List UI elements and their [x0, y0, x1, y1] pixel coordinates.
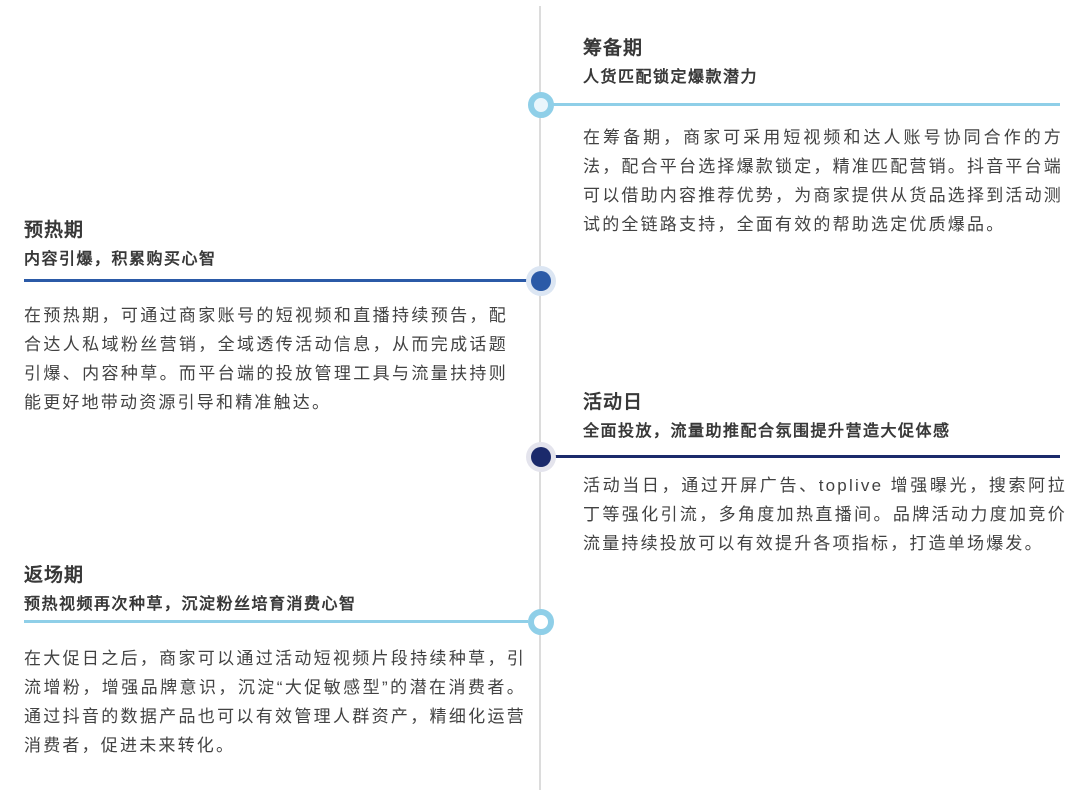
timeline-node-preheat — [531, 271, 551, 291]
phase-return: 返场期 预热视频再次种草，沉淀粉丝培育消费心智 在大促日之后，商家可以通过活动短… — [24, 563, 526, 760]
phase-body: 活动当日，通过开屏广告、toplive 增强曝光，搜索阿拉丁等强化引流，多角度加… — [583, 476, 1067, 553]
phase-preheat: 预热期 内容引爆，积累购买心智 在预热期，可通过商家账号的短视频和直播持续预告，… — [24, 218, 508, 417]
phase-subtitle: 全面投放，流量助推配合氛围提升营造大促体感 — [583, 423, 951, 440]
accent-line-preparation — [552, 103, 1060, 106]
accent-line-preheat — [24, 279, 528, 282]
timeline-node-return — [528, 609, 554, 635]
phase-subtitle: 人货匹配锁定爆款潜力 — [583, 69, 759, 86]
timeline-node-preparation — [528, 92, 554, 118]
phase-title: 预热期 — [24, 220, 85, 241]
timeline-node-activity-day — [531, 447, 551, 467]
phase-activity-day: 活动日 全面投放，流量助推配合氛围提升营造大促体感 活动当日，通过开屏广告、to… — [583, 390, 1067, 558]
accent-line-activity-day — [552, 455, 1060, 458]
phase-body: 在大促日之后，商家可以通过活动短视频片段持续种草，引流增粉，增强品牌意识，沉淀“… — [24, 649, 526, 755]
phase-subtitle: 内容引爆，积累购买心智 — [24, 251, 217, 268]
accent-line-return — [24, 620, 528, 623]
phase-subtitle: 预热视频再次种草，沉淀粉丝培育消费心智 — [24, 596, 357, 613]
phase-body: 在预热期，可通过商家账号的短视频和直播持续预告，配合达人私域粉丝营销，全域透传活… — [24, 306, 508, 412]
phase-preparation: 筹备期 人货匹配锁定爆款潜力 在筹备期，商家可采用短视频和达人账号协同合作的方法… — [583, 36, 1063, 239]
phase-title: 活动日 — [583, 392, 644, 413]
phase-body: 在筹备期，商家可采用短视频和达人账号协同合作的方法，配合平台选择爆款锁定，精准匹… — [583, 128, 1063, 234]
timeline-axis — [539, 6, 541, 790]
phase-title: 返场期 — [24, 565, 85, 586]
phase-title: 筹备期 — [583, 38, 644, 59]
